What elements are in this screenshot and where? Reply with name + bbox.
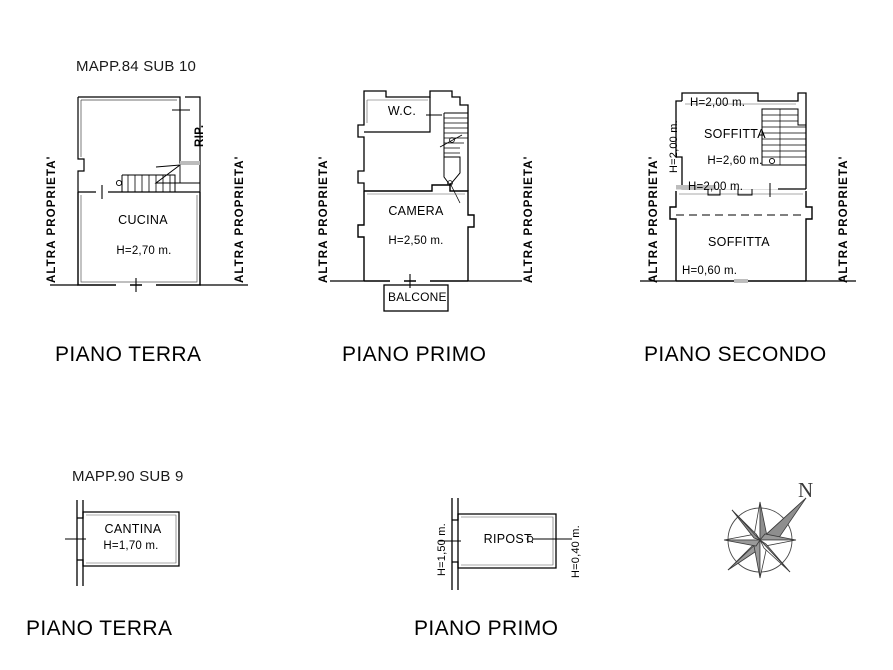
compass-north-label: N	[798, 478, 814, 502]
plan-piano-primo-90: RIPOST. H=1,50 m. H=0,40 m.	[420, 498, 600, 593]
room-label-soffitta-lower: SOFFITTA	[708, 235, 770, 249]
piano-terra-90-drawing	[65, 500, 180, 586]
boundary-label-right-piano-primo-84: ALTRA PROPRIETA'	[523, 155, 535, 283]
height-label-cantina: H=1,70 m.	[103, 540, 159, 552]
room-label-camera: CAMERA	[388, 204, 444, 218]
height-label-soffitta-left-vertical: H=2,00 m.	[668, 120, 680, 173]
height-label-soffitta-middle: H=2,00 m.	[688, 181, 744, 193]
piano-primo-84-drawing	[330, 90, 522, 312]
plan-piano-terra-90: CANTINA H=1,70 m.	[55, 500, 235, 590]
plan-title-piano-terra-84: PIANO TERRA	[55, 343, 202, 366]
boundary-label-left-piano-terra-84: ALTRA PROPRIETA'	[46, 155, 58, 283]
height-label-ripost-left: H=1,50 m.	[436, 523, 448, 576]
room-label-wc: W.C.	[387, 104, 417, 118]
plan-title-piano-terra-90: PIANO TERRA	[26, 617, 173, 640]
plan-piano-primo-84: W.C. CAMERA H=2,50 m. BALCONE	[300, 85, 550, 335]
compass-rose-icon: N	[710, 478, 840, 593]
piano-secondo-84-drawing	[640, 92, 856, 283]
plan-title-piano-primo-90: PIANO PRIMO	[414, 617, 559, 640]
piano-terra-84-drawing	[50, 96, 248, 292]
boundary-label-right-piano-secondo-84: ALTRA PROPRIETA'	[838, 155, 850, 283]
room-label-rip: RIP.	[194, 124, 206, 147]
height-label-soffitta-upper: H=2,60 m.	[707, 155, 763, 167]
room-label-soffitta-upper: SOFFITTA	[704, 127, 766, 141]
room-label-cantina: CANTINA	[104, 522, 162, 536]
boundary-label-left-piano-primo-84: ALTRA PROPRIETA'	[318, 155, 330, 283]
height-label-ripost-right: H=0,40 m.	[570, 525, 582, 578]
plan-title-piano-secondo-84: PIANO SECONDO	[644, 343, 827, 366]
cadastral-title-mapp-84: MAPP.84 SUB 10	[76, 58, 197, 75]
boundary-label-right-piano-terra-84: ALTRA PROPRIETA'	[234, 155, 246, 283]
boundary-label-left-piano-secondo-84: ALTRA PROPRIETA'	[648, 155, 660, 283]
room-label-cucina: CUCINA	[118, 213, 168, 227]
room-label-balcone: BALCONE	[388, 290, 447, 304]
plan-piano-terra-84: CUCINA H=2,70 m. RIP.	[30, 85, 270, 310]
height-label-soffitta-top: H=2,00 m.	[690, 97, 746, 109]
plan-title-piano-primo-84: PIANO PRIMO	[342, 343, 487, 366]
height-label-camera: H=2,50 m.	[388, 235, 444, 247]
piano-primo-90-drawing	[438, 498, 572, 590]
height-label-cucina: H=2,70 m.	[116, 245, 172, 257]
room-label-ripost: RIPOST.	[483, 532, 535, 546]
height-label-soffitta-lower: H=0,60 m.	[682, 265, 738, 277]
cadastral-title-mapp-90: MAPP.90 SUB 9	[72, 468, 184, 485]
plan-piano-secondo-84: H=2,00 m. SOFFITTA H=2,60 m. H=2,00 m. S…	[630, 85, 880, 315]
